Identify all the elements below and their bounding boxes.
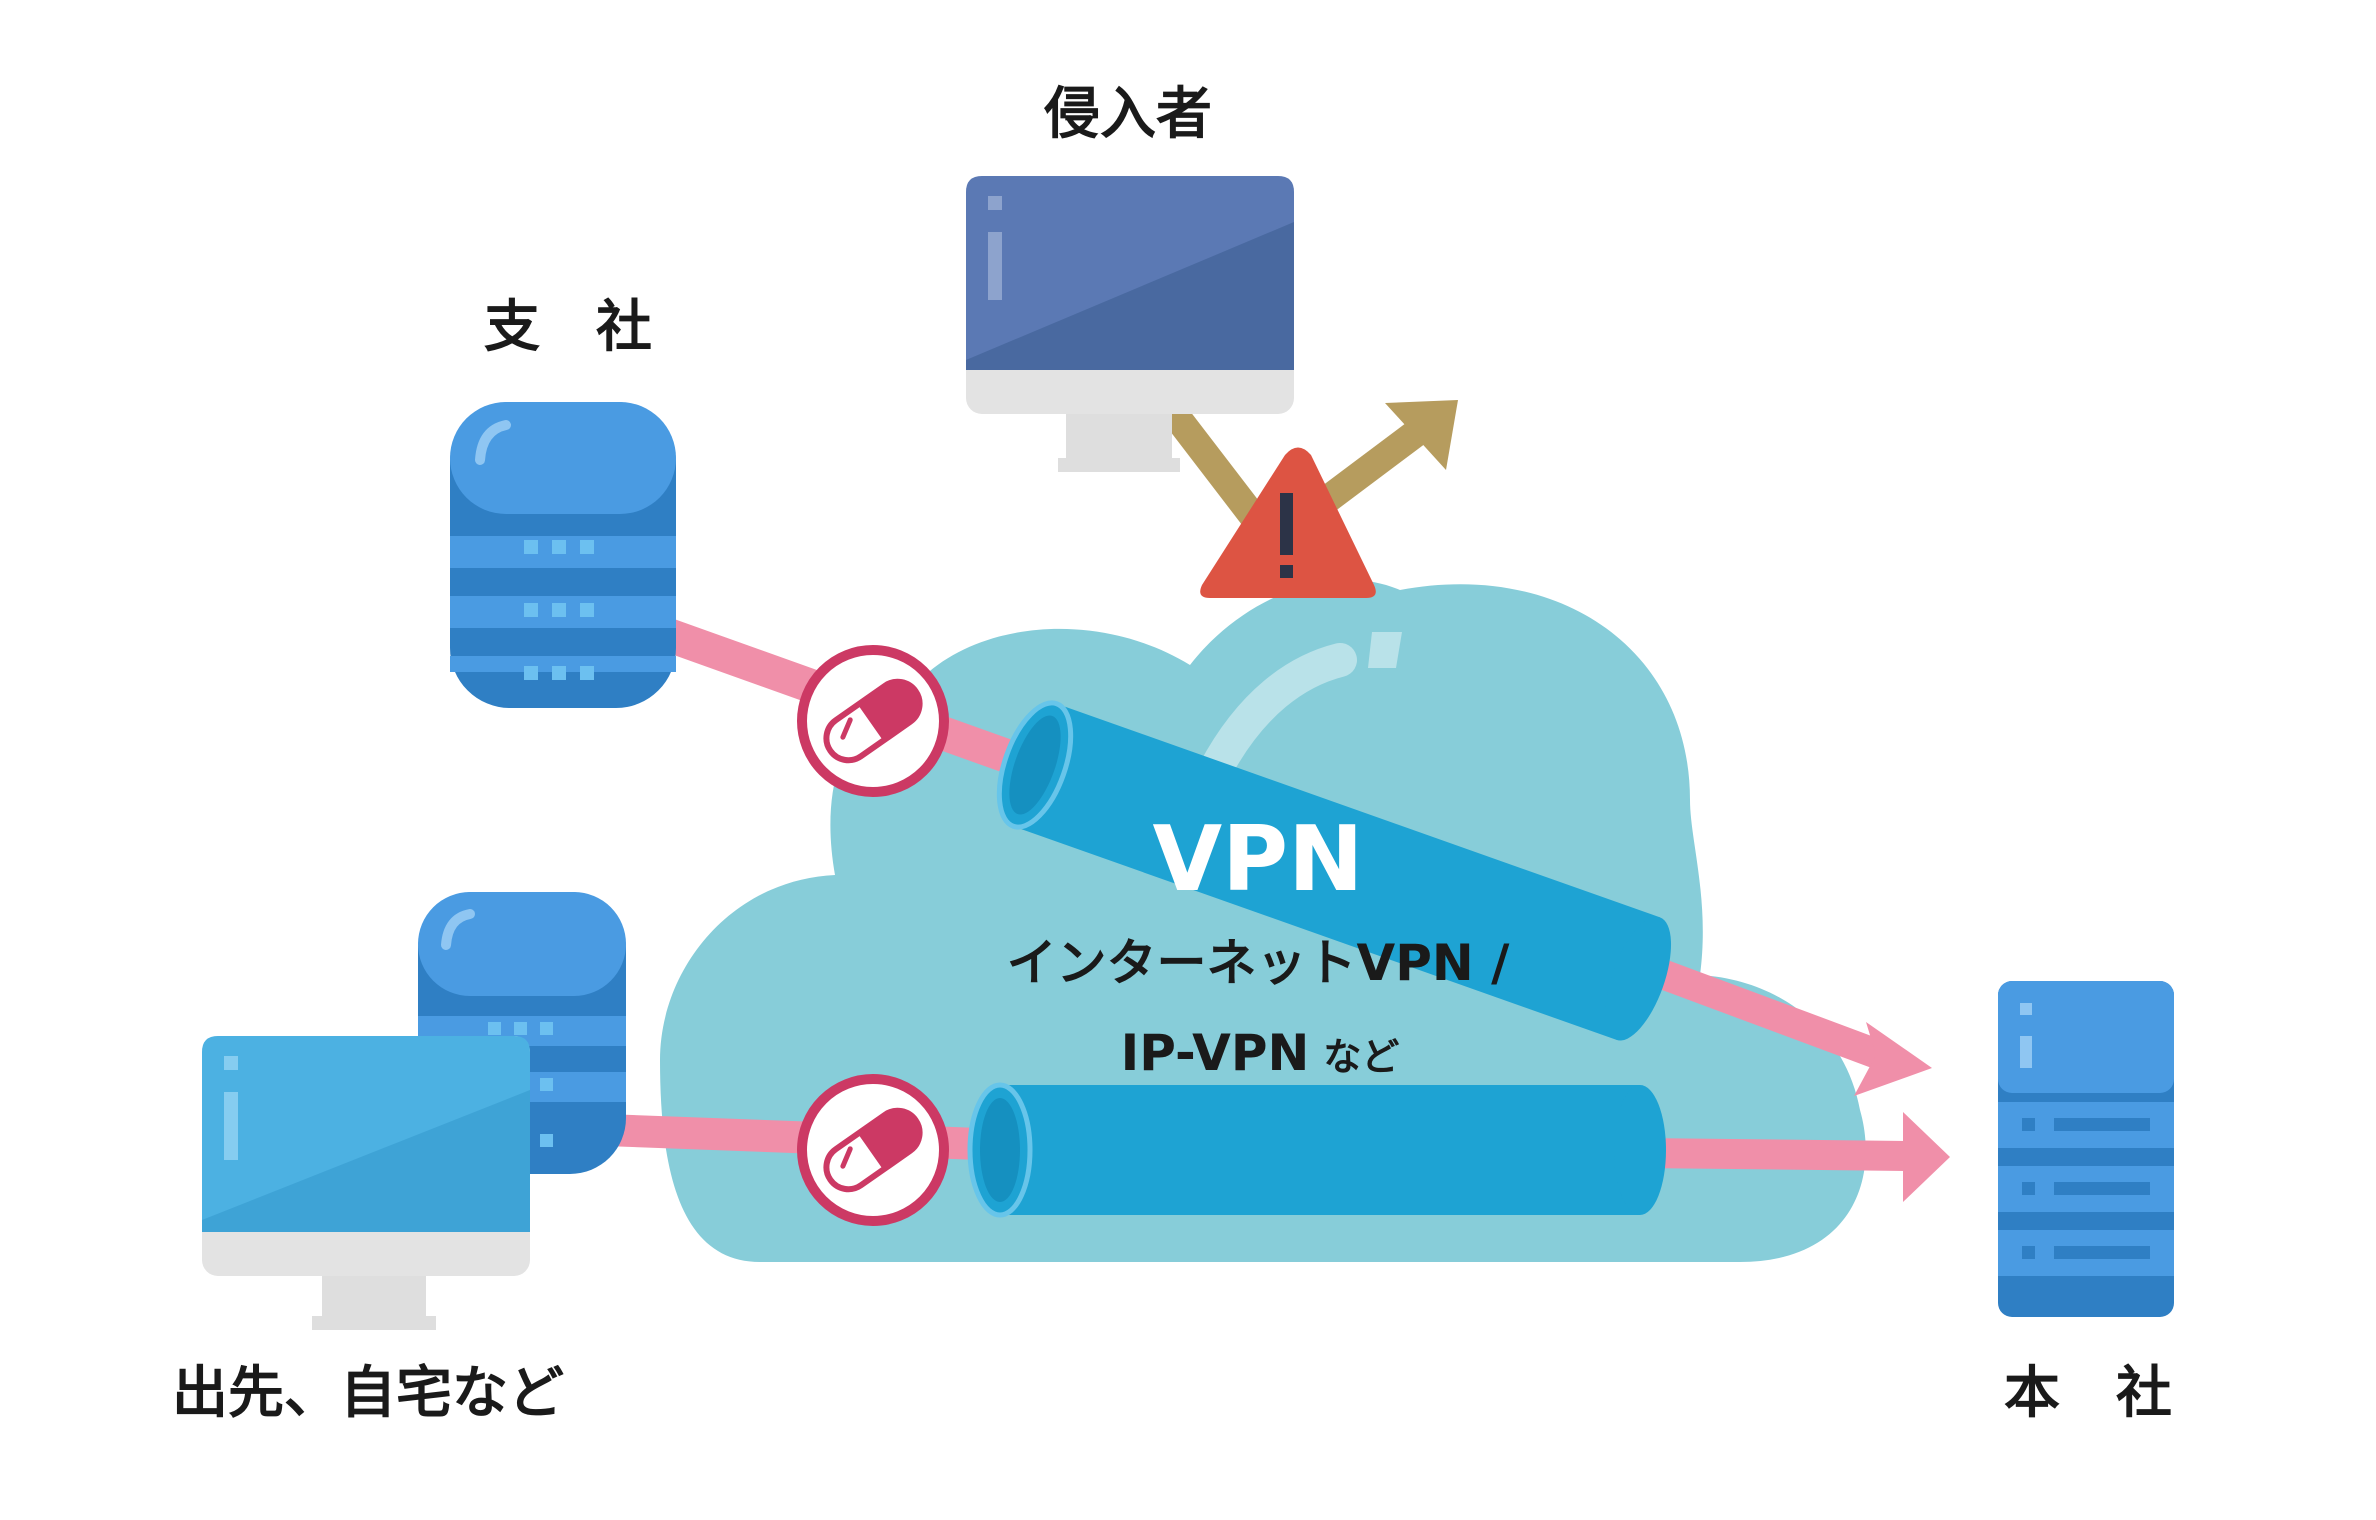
tower-server-icon [1998,981,2174,1317]
capsule-icon [797,645,949,797]
warning-triangle-icon [1200,447,1376,598]
database-server-icon [450,402,676,708]
capsule-icon [797,1074,949,1226]
vpn-type-line2: IP-VPN など [1121,1024,1400,1082]
head-office-label: 本 社 [2004,1361,2172,1426]
vpn-tunnel-lower [967,1082,1666,1218]
vpn-title: VPN [1153,807,1364,912]
vpn-type-ipvpn: IP-VPN [1121,1024,1310,1082]
vpn-type-etc: など [1323,1035,1399,1079]
desktop-monitor-icon [966,176,1294,472]
vpn-type-line1: インターネットVPN / [1007,934,1511,992]
desktop-monitor-icon [202,1036,530,1330]
intruder-label: 侵入者 [1043,82,1212,147]
remote-location-label: 出先、自宅など [172,1361,564,1426]
vpn-tunnel-upper [996,700,1672,1041]
branch-office-label: 支 社 [484,295,652,360]
